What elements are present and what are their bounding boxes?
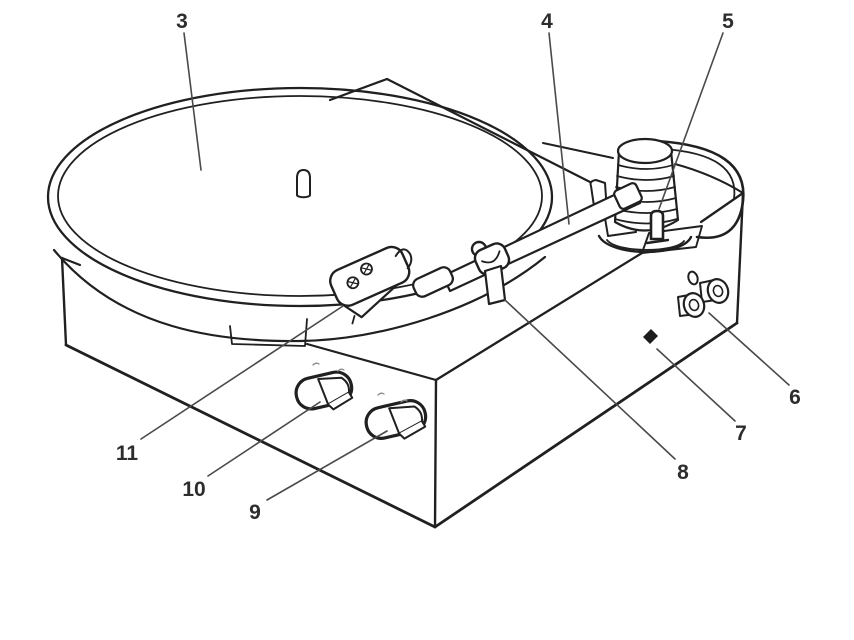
headshell-screw-1 — [346, 276, 360, 290]
pivot-bracket-inner-curve — [662, 148, 736, 200]
headshell-group — [329, 245, 413, 325]
pivot-bracket-outer-curve — [655, 139, 745, 240]
callout-11: 11 — [116, 305, 344, 465]
switch-right-markings — [377, 392, 408, 403]
cabinet-top-front-right-edge — [434, 251, 644, 382]
cabinet-left-edge — [60, 256, 68, 347]
callout-line-11 — [140, 305, 344, 440]
headshell-screw-2 — [360, 262, 373, 276]
jack-rear-center — [712, 284, 724, 298]
small-dark-panel-plate — [643, 329, 658, 344]
cabinet-bottom-right-edge — [433, 321, 739, 529]
pivot-base-pin — [649, 209, 665, 241]
cabinet-step-notch — [229, 318, 308, 347]
callouts: 3 4 5 6 7 8 9 10 — [116, 10, 801, 524]
callout-number-5: 5 — [722, 10, 734, 33]
callout-line-3 — [183, 32, 202, 171]
callout-8: 8 — [504, 299, 689, 484]
callout-number-3: 3 — [176, 10, 188, 33]
cabinet-bottom-left-edge — [64, 343, 437, 529]
callout-number-4: 4 — [541, 10, 553, 33]
callout-line-5 — [658, 32, 724, 210]
callout-5: 5 — [658, 10, 734, 210]
pin-shadow — [645, 238, 670, 245]
jack-front-face — [682, 292, 706, 318]
platter-inner-rim — [57, 95, 543, 297]
callout-9: 9 — [249, 430, 388, 524]
callout-number-11: 11 — [116, 442, 139, 465]
jack-front-center — [688, 298, 700, 312]
callout-6: 6 — [708, 312, 801, 409]
cabinet-back-rim-left-segment — [542, 142, 614, 159]
callout-line-10 — [207, 401, 321, 477]
output-jacks — [677, 270, 730, 318]
callout-number-6: 6 — [789, 386, 801, 409]
pivot-base-inner — [606, 239, 685, 251]
callout-number-9: 9 — [249, 501, 261, 524]
tonearm — [329, 182, 643, 325]
cabinet-top-left-edge-segment — [60, 256, 82, 267]
pivot-column-ribs — [614, 164, 678, 225]
front-switch-right — [364, 399, 428, 440]
center-spindle — [296, 169, 311, 199]
ground-ring — [687, 270, 699, 286]
switch-right-rocker-side — [398, 420, 427, 440]
callout-3: 3 — [176, 10, 202, 171]
callout-4: 4 — [541, 10, 570, 225]
clamp-post — [483, 264, 507, 306]
arm-rest-clamp — [470, 240, 511, 306]
callout-line-4 — [548, 32, 570, 225]
callout-number-10: 10 — [182, 478, 205, 501]
platter — [46, 86, 554, 343]
callout-number-7: 7 — [735, 422, 747, 445]
cabinet-top-front-left-edge — [305, 342, 438, 382]
clamp-notch — [481, 250, 501, 264]
switch-left-rocker-side — [327, 391, 354, 411]
cabinet-top-front-right-edge-2 — [699, 191, 745, 224]
callout-line-8 — [504, 299, 676, 460]
stylus-tip — [351, 315, 356, 325]
callout-7: 7 — [656, 348, 747, 445]
cabinet-front-corner-edge — [433, 378, 438, 529]
cabinet-right-edge — [735, 191, 745, 325]
callout-number-8: 8 — [677, 461, 689, 484]
cabinet-back-rim-right-segment — [674, 163, 744, 194]
platter-side-band — [52, 248, 547, 343]
switch-left-markings — [312, 362, 345, 372]
cabinet-back-right-edge — [385, 77, 594, 185]
tonearm-junction-sleeve — [613, 182, 643, 210]
callout-10: 10 — [182, 401, 321, 501]
callout-line-9 — [266, 430, 388, 501]
pivot-base-outer — [597, 234, 693, 253]
front-switches — [294, 362, 428, 440]
tonearm-collar — [412, 266, 454, 298]
headshell-plate — [329, 245, 411, 307]
front-switch-left — [294, 370, 354, 411]
finger-lift — [394, 248, 413, 270]
pin-slot-cutout — [641, 225, 703, 254]
callout-line-7 — [656, 348, 736, 422]
jack-rear-face — [706, 278, 730, 304]
pivot-column-top — [616, 137, 674, 165]
callout-line-6 — [708, 312, 790, 386]
platter-outer-rim — [46, 86, 554, 308]
right-face-details — [643, 270, 730, 344]
cabinet — [60, 77, 745, 529]
